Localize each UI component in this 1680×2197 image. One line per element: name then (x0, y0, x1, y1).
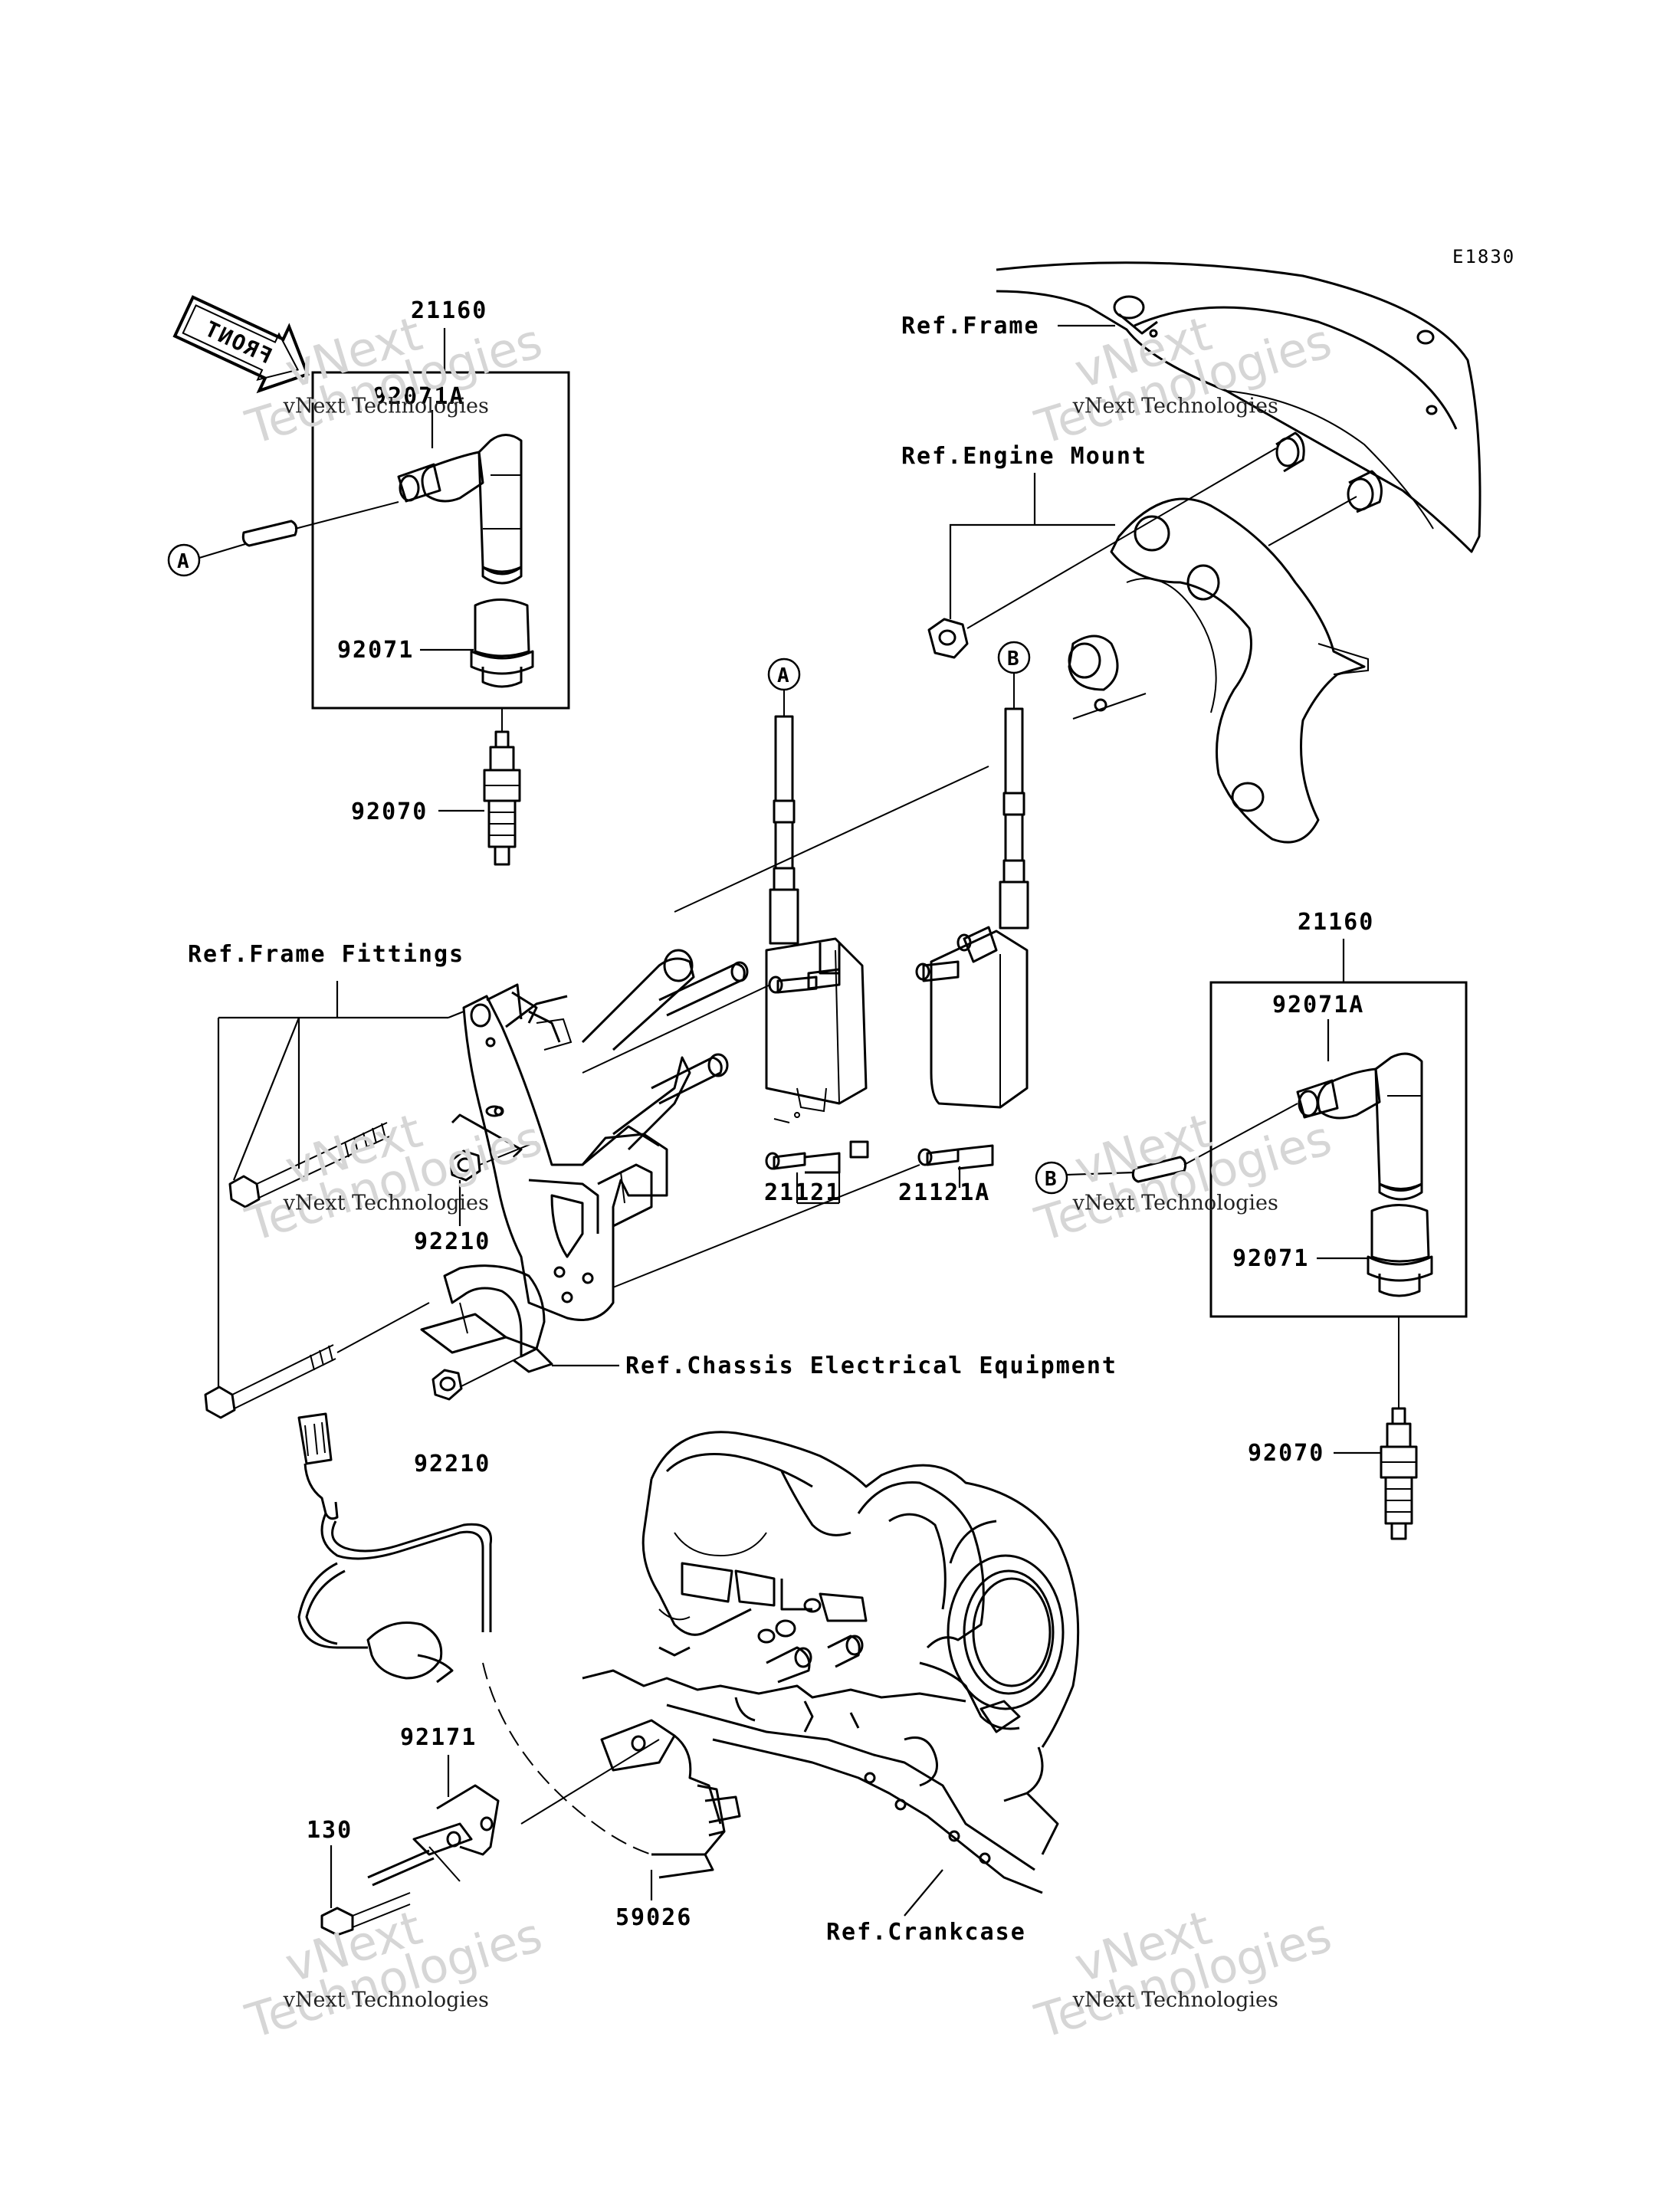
bolt-130 (320, 1892, 411, 1936)
svg-text:A: A (777, 664, 789, 687)
svg-text:B: B (1045, 1168, 1057, 1191)
engine-mount-bracket (1068, 497, 1369, 844)
part-label-92071-right: 92071 (1232, 1245, 1309, 1272)
part-label-92071A-left: 92071A (372, 383, 464, 410)
callout-a-left (167, 543, 201, 577)
spark-plug-left (483, 730, 521, 866)
svg-text:vNext Technologies: vNext Technologies (283, 1989, 489, 2012)
ignition-coil-21121A: B (915, 641, 1031, 1170)
watermark-6: vNext Technologies vNext Technologies (1029, 1900, 1337, 2050)
svg-text:B: B (1007, 648, 1019, 671)
assembly-box-left (311, 371, 570, 710)
bolt-lower (204, 1344, 336, 1419)
watermark-3: vNext Technologies vNext Technologies (239, 1103, 548, 1253)
mount-bosses (1275, 431, 1383, 513)
part-label-21121A: 21121A (898, 1179, 990, 1206)
part-label-130: 130 (307, 1817, 353, 1844)
svg-text:vNext Technologies: vNext Technologies (283, 395, 489, 418)
part-label-92071-left: 92071 (337, 637, 414, 664)
watermark-5: vNext Technologies vNext Technologies (239, 1900, 548, 2050)
ref-engine-mount: Ref.Engine Mount (901, 443, 1147, 470)
ref-crankcase: Ref.Crankcase (826, 1919, 1026, 1946)
coil-mount-bracket (451, 949, 749, 1321)
wiring-harness (297, 1412, 493, 1684)
plug-boot-right (1367, 1204, 1433, 1297)
part-label-21160-right: 21160 (1298, 909, 1374, 936)
spark-plug-right (1380, 1407, 1418, 1540)
sensor-bracket-92171 (367, 1784, 500, 1887)
nut-92210-lower (431, 1369, 463, 1401)
bolt-upper (228, 1122, 390, 1208)
nut-92210-upper (449, 1149, 481, 1182)
ref-chassis-electrical: Ref.Chassis Electrical Equipment (625, 1353, 1117, 1379)
crankcase (582, 1431, 1080, 1894)
ref-frame: Ref.Frame (901, 313, 1040, 339)
svg-text:vNext Technologies: vNext Technologies (283, 1192, 489, 1215)
part-label-21121: 21121 (764, 1179, 841, 1206)
harness-clamp (420, 1264, 553, 1373)
plug-boot-left (470, 598, 534, 688)
svg-text:vNext Technologies: vNext Technologies (1072, 1989, 1278, 2012)
part-label-21160-left: 21160 (411, 297, 487, 324)
callout-b-right (1035, 1161, 1068, 1195)
ref-frame-fittings: Ref.Frame Fittings (188, 941, 464, 968)
part-label-92210-lower: 92210 (414, 1451, 491, 1477)
ignition-coil-21121: A (765, 657, 869, 1174)
part-label-92071A-right: 92071A (1272, 992, 1364, 1018)
frame-section (996, 261, 1481, 553)
svg-text:A: A (177, 550, 189, 573)
part-label-92070-left: 92070 (351, 798, 428, 825)
part-label-92070-right: 92070 (1248, 1440, 1324, 1467)
part-label-92171: 92171 (400, 1724, 477, 1751)
engine-mount-nut (927, 618, 969, 659)
part-label-59026: 59026 (615, 1904, 692, 1931)
svg-text:vNext Technologies: vNext Technologies (1072, 1192, 1278, 1215)
part-label-92210-upper: 92210 (414, 1228, 491, 1255)
diagram-code: E1830 (1452, 246, 1515, 267)
plug-cap-right (1296, 1052, 1423, 1201)
sensor-59026 (600, 1719, 741, 1879)
plug-cap-left (397, 434, 523, 585)
svg-text:vNext Technologies: vNext Technologies (1072, 395, 1278, 418)
